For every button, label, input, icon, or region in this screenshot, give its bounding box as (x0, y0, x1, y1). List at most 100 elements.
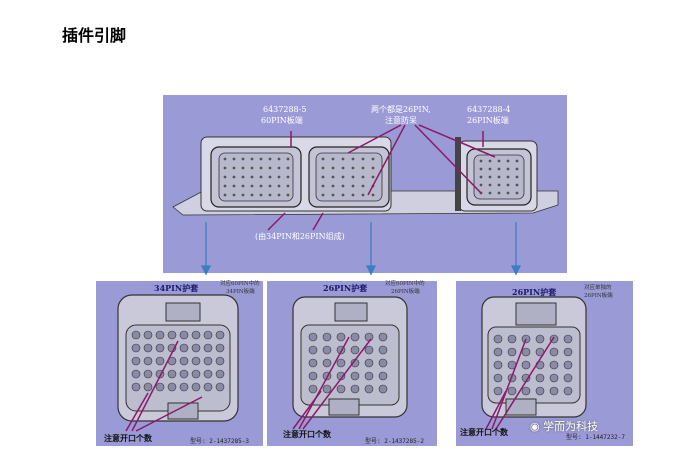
pin-hole (203, 382, 213, 392)
board-pin (497, 159, 501, 163)
board-pin (515, 191, 519, 195)
board-pin (497, 183, 501, 187)
pin-hole (563, 373, 573, 383)
board-pin (341, 193, 345, 197)
composition-note: (由34PIN和26PIN组成) (255, 232, 345, 241)
board-pin (506, 191, 510, 195)
board-pin (331, 184, 335, 188)
board-pin (259, 166, 263, 170)
pin-hole (364, 358, 374, 368)
pin-hole (179, 382, 189, 392)
board-pin (232, 157, 236, 161)
board-pin (479, 175, 483, 179)
board-pin (341, 166, 345, 170)
pin-hole (167, 382, 177, 392)
pin-hole (215, 330, 225, 340)
pin-hole (493, 334, 503, 344)
pin-hole (350, 345, 360, 355)
pin-hole (507, 347, 517, 357)
note-line1: 两个都是26PIN, (371, 105, 431, 114)
board-pin (341, 184, 345, 188)
pin-hole (322, 332, 332, 342)
pin-hole (507, 334, 517, 344)
pin-hole (350, 332, 360, 342)
board-pin (488, 191, 492, 195)
pin-hole (336, 358, 346, 368)
pin-hole (350, 384, 360, 394)
pin-hole (167, 369, 177, 379)
board-pin (497, 175, 501, 179)
board-pin (351, 175, 355, 179)
board-pin (515, 183, 519, 187)
pin-hole (131, 330, 141, 340)
board-pin (351, 166, 355, 170)
board-pin (321, 184, 325, 188)
board-pin (241, 184, 245, 188)
page-title: 插件引脚 (62, 26, 127, 45)
watermark-text: 学而为科技 (543, 420, 599, 433)
board-connector-drawing (172, 124, 559, 231)
board-pin (341, 157, 345, 161)
pin-hole (535, 334, 545, 344)
pin-hole (336, 332, 346, 342)
board-pin (371, 166, 375, 170)
right-part-desc: 26PIN板端 (467, 116, 509, 125)
pin-hole (378, 358, 388, 368)
pin-hole (215, 343, 225, 353)
pin-hole (507, 386, 517, 396)
board-pin (250, 175, 254, 179)
board-pin (351, 184, 355, 188)
board-pin (232, 193, 236, 197)
pin-hole (378, 371, 388, 381)
board-pin (241, 166, 245, 170)
board-pin (259, 184, 263, 188)
board-pin (286, 193, 290, 197)
pin-hole (336, 371, 346, 381)
pin-hole (155, 356, 165, 366)
board-pin (351, 193, 355, 197)
pin-hole (191, 369, 201, 379)
opening-note: 注意开口个数 (460, 427, 508, 437)
pin-hole (143, 330, 153, 340)
board-pin (341, 175, 345, 179)
board-pin (232, 175, 236, 179)
board-pin (259, 175, 263, 179)
pin-hole (521, 386, 531, 396)
pin-hole (521, 347, 531, 357)
pin-hole (131, 343, 141, 353)
board-pin (497, 191, 501, 195)
board-pin (223, 193, 227, 197)
pin-hole (179, 343, 189, 353)
pin-hole (378, 332, 388, 342)
note-line2: 注意防呆 (385, 116, 417, 125)
pin-hole (336, 384, 346, 394)
pin-hole (131, 356, 141, 366)
pin-hole (179, 330, 189, 340)
board-pin (250, 166, 254, 170)
left-part-number: 6437288-5 (263, 105, 307, 114)
model-number: 型号: 2-1437285-2 (365, 438, 424, 445)
board-pin (361, 166, 365, 170)
board-pin (331, 157, 335, 161)
pin-hole (308, 384, 318, 394)
pin-hole (322, 345, 332, 355)
pin-hole (143, 356, 153, 366)
housing-title: 34PIN护套 (154, 283, 199, 293)
model-number: 型号: 1-1447232-7 (566, 434, 625, 441)
board-pin (223, 166, 227, 170)
board-pin (286, 166, 290, 170)
housing-title: 26PIN护套 (512, 287, 557, 297)
housing-desc1: 对应60PIN中的 (220, 281, 260, 287)
board-pin (277, 157, 281, 161)
pin-hole (203, 369, 213, 379)
housing-panel-34pin: 34PIN护套 对应60PIN中的 34PIN板端 注意开口个数 型号: 2-1… (96, 281, 263, 446)
pin-hole (143, 382, 153, 392)
housing-title: 26PIN护套 (323, 283, 368, 293)
board-pin (277, 184, 281, 188)
right-part-number: 6437288-4 (467, 105, 511, 114)
housing-drawing-26pin-a (292, 296, 408, 430)
pin-hole (378, 384, 388, 394)
board-pin (479, 167, 483, 171)
housing-drawing-26pin-b (481, 296, 587, 430)
board-pin (250, 157, 254, 161)
